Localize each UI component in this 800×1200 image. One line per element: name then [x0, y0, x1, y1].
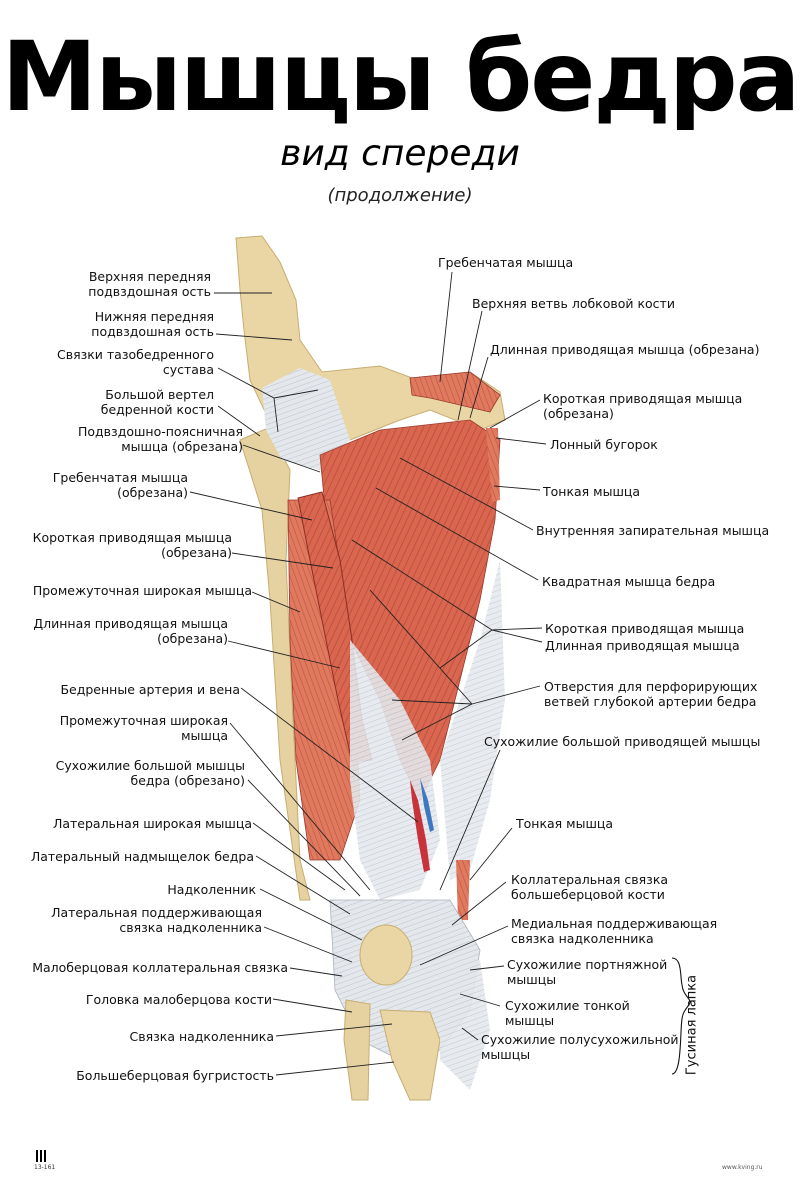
label-pectineus: Гребенчатая мышца [438, 255, 574, 270]
label-gracilis-lower: Тонкая мышца [516, 816, 614, 831]
label-adductor-magnus-tendon: Сухожилие большой приводящей мышцы [484, 734, 761, 749]
poster-note: (продолжение) [327, 185, 473, 206]
poster-code: 13-161 [34, 1164, 56, 1171]
label-vastus-intermedius: Промежуточная широкая мышца [32, 583, 252, 598]
label-tibial-tuberosity: Большеберцовая бугристость [76, 1068, 274, 1083]
poster-subtitle: вид спереди [280, 133, 520, 174]
gracilis-lower [456, 860, 470, 920]
pes-anserinus [440, 950, 490, 1090]
label-fibular-collateral: Малоберцовая коллатеральная связка [32, 960, 288, 975]
qr-code-icon [36, 1150, 48, 1162]
label-adductor-longus: Длинная приводящая мышца [545, 638, 740, 653]
pes-anserinus-brace [671, 957, 691, 1075]
leader-lines-left [189, 292, 419, 1076]
label-gracilis-upper: Тонкая мышца [543, 484, 641, 499]
label-superior-pubic-ramus: Верхняя ветвь лобковой кости [472, 296, 675, 311]
iliopsoas [409, 371, 501, 413]
label-lateral-epicondyle: Латеральный надмыщелок бедра [30, 849, 254, 864]
label-adductor-brevis-cut: Короткая приводящая мышца(обрезана) [32, 530, 232, 560]
label-patella: Надколенник [167, 882, 256, 897]
label-pectineus-cut: Гребенчатая мышца(обрезана) [52, 470, 188, 500]
label-vastus-lateralis: Латеральная широкая мышца [52, 816, 252, 831]
femoral-vein [420, 778, 434, 832]
label-obturator-internus: Внутренняя запирательная мышца [536, 523, 770, 538]
magnus-tendon [440, 560, 505, 880]
site-url: www.kving.ru [722, 1164, 763, 1171]
fibula-bone [343, 999, 371, 1101]
patella [359, 924, 413, 986]
poster-title: Мышцы бедра [1, 21, 800, 133]
gracilis-upper [486, 428, 500, 502]
label-fibula-head: Головка малоберцова кости [85, 992, 272, 1007]
label-adductor-longus-cut: Длинная приводящая мышца(обрезана) [33, 616, 228, 646]
label-adductor-brevis: Короткая приводящая мышца [545, 621, 745, 636]
label-patellar-ligament: Связка надколенника [129, 1029, 274, 1044]
label-femoral-vessels: Бедренные артерия и вена [60, 682, 240, 697]
leader-lines-right [351, 271, 547, 1041]
pes-anserinus-label: Гусиная лапка [684, 974, 700, 1076]
femoral-artery [410, 780, 430, 872]
femur-bone [239, 427, 311, 901]
label-adductor-brevis-cut-r: Короткая приводящая мышца(обрезана) [543, 391, 743, 421]
tibia-bone [379, 1009, 441, 1101]
label-quadratus-femoris: Квадратная мышца бедра [542, 574, 716, 589]
label-pubic-tubercle: Лонный бугорок [550, 437, 658, 452]
label-adductor-longus-cut-r: Длинная приводящая мышца (обрезана) [490, 342, 760, 357]
hip-ligaments [262, 368, 350, 470]
